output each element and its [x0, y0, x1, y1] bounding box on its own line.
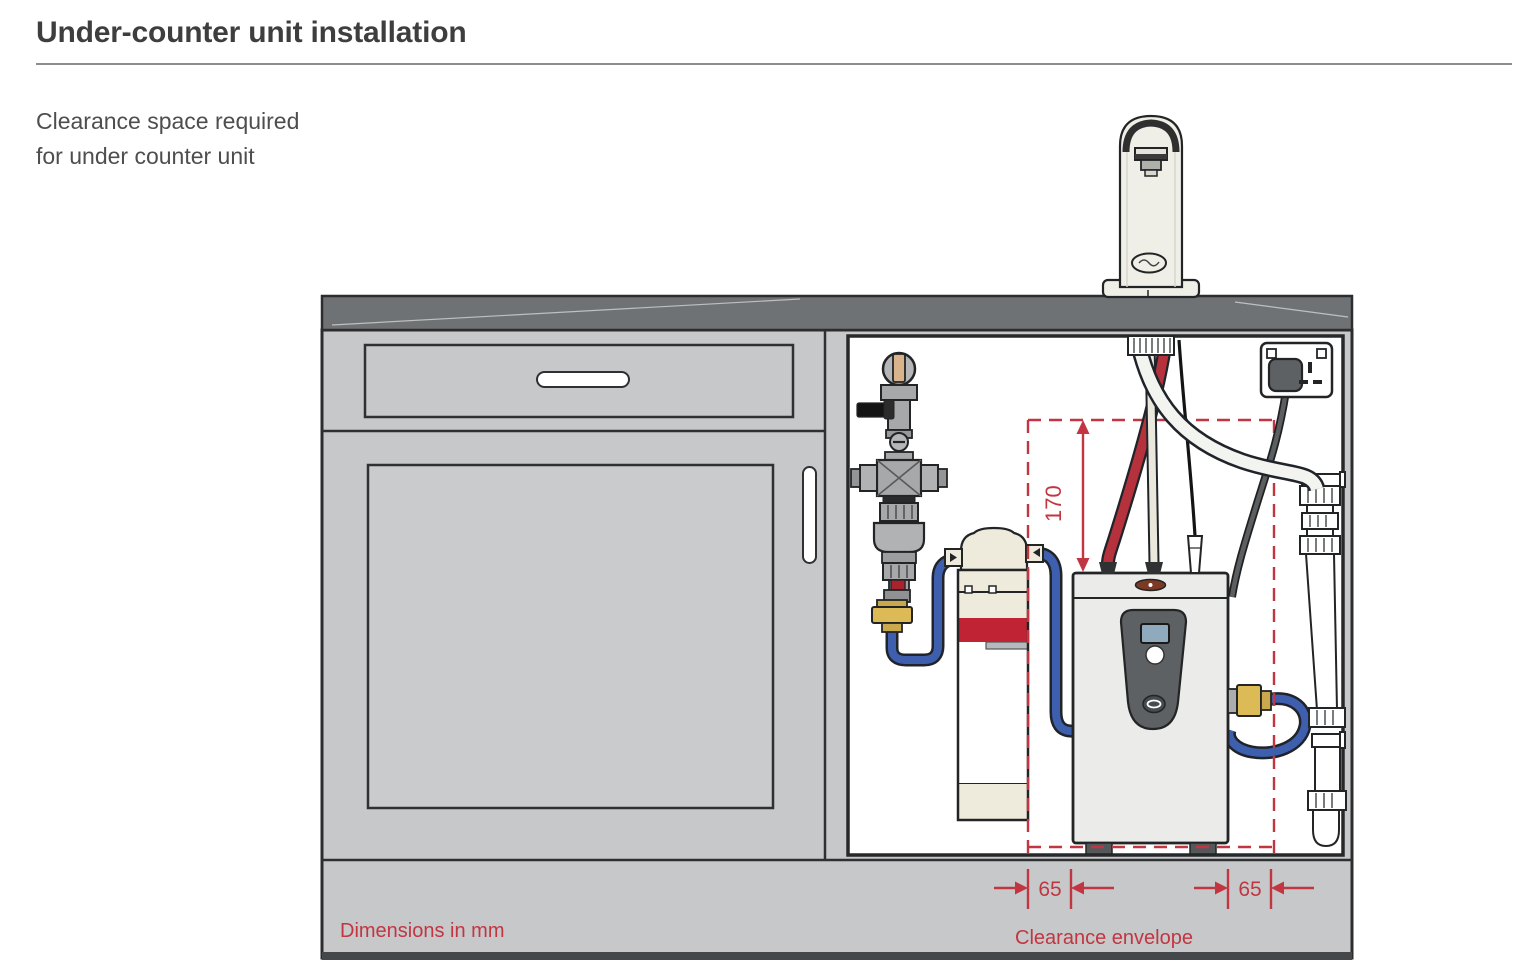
tap-spout — [1140, 159, 1162, 171]
intro-text: Clearance space required for under count… — [36, 104, 299, 174]
page-title: Under-counter unit installation — [36, 16, 467, 49]
door-panel — [366, 463, 775, 810]
blue-water-pipes — [885, 546, 1312, 760]
under-counter-unit-icon — [1071, 571, 1272, 855]
intro-line-2: for under counter unit — [36, 143, 255, 169]
heater-outlet-brass-fitting — [1236, 684, 1262, 717]
countertop-reflection — [331, 298, 801, 326]
dimensions-note: Dimensions in mm — [340, 920, 504, 942]
pipe-valve-to-filter — [888, 555, 955, 664]
title-divider — [36, 63, 1512, 65]
under-counter-connections — [1099, 335, 1326, 574]
heater-display — [1140, 623, 1170, 644]
valve-brass-nut — [871, 606, 913, 624]
valve-red-band — [890, 579, 906, 591]
dimension-left-65: 65 — [994, 869, 1114, 909]
dim-right-65-label: 65 — [1238, 878, 1261, 901]
tap-head-band — [1122, 119, 1180, 153]
cabinet-bottom-edge — [322, 952, 1352, 960]
drain-standpipe-icon — [1299, 471, 1347, 848]
power-socket-icon — [1228, 341, 1334, 598]
pipe-heater-outlet-loop — [1225, 694, 1310, 757]
heater-foot — [1085, 842, 1113, 855]
clearance-envelope-label: Clearance envelope — [1015, 927, 1193, 949]
drawer-handle — [536, 371, 630, 388]
drain-bottom-cap — [1312, 809, 1340, 848]
dim-left-65-label: 65 — [1038, 878, 1061, 901]
dimension-right-65: 65 — [1194, 869, 1314, 909]
countertop — [320, 294, 1354, 332]
tap-shank — [1127, 335, 1175, 356]
filter-head — [959, 526, 1029, 572]
dimension-height-170: 170 — [1041, 420, 1090, 572]
intro-line-1: Clearance space required — [36, 108, 300, 134]
tap-icon — [1101, 114, 1201, 299]
heater-button — [1145, 645, 1165, 665]
sensor-connector — [1186, 535, 1204, 574]
pipe-filter-to-heater — [1030, 549, 1083, 736]
dim-170-label: 170 — [1041, 485, 1066, 522]
door-handle — [802, 466, 817, 564]
isolating-valve-icon — [850, 351, 948, 633]
plug — [1267, 357, 1304, 393]
clearance-envelope-dashed — [1026, 418, 1276, 855]
filter-red-band — [958, 618, 1028, 642]
countertop-reflection — [1234, 301, 1349, 318]
heater-foot — [1189, 842, 1217, 855]
valve-stem — [892, 353, 906, 383]
water-filter-icon — [944, 526, 1044, 822]
